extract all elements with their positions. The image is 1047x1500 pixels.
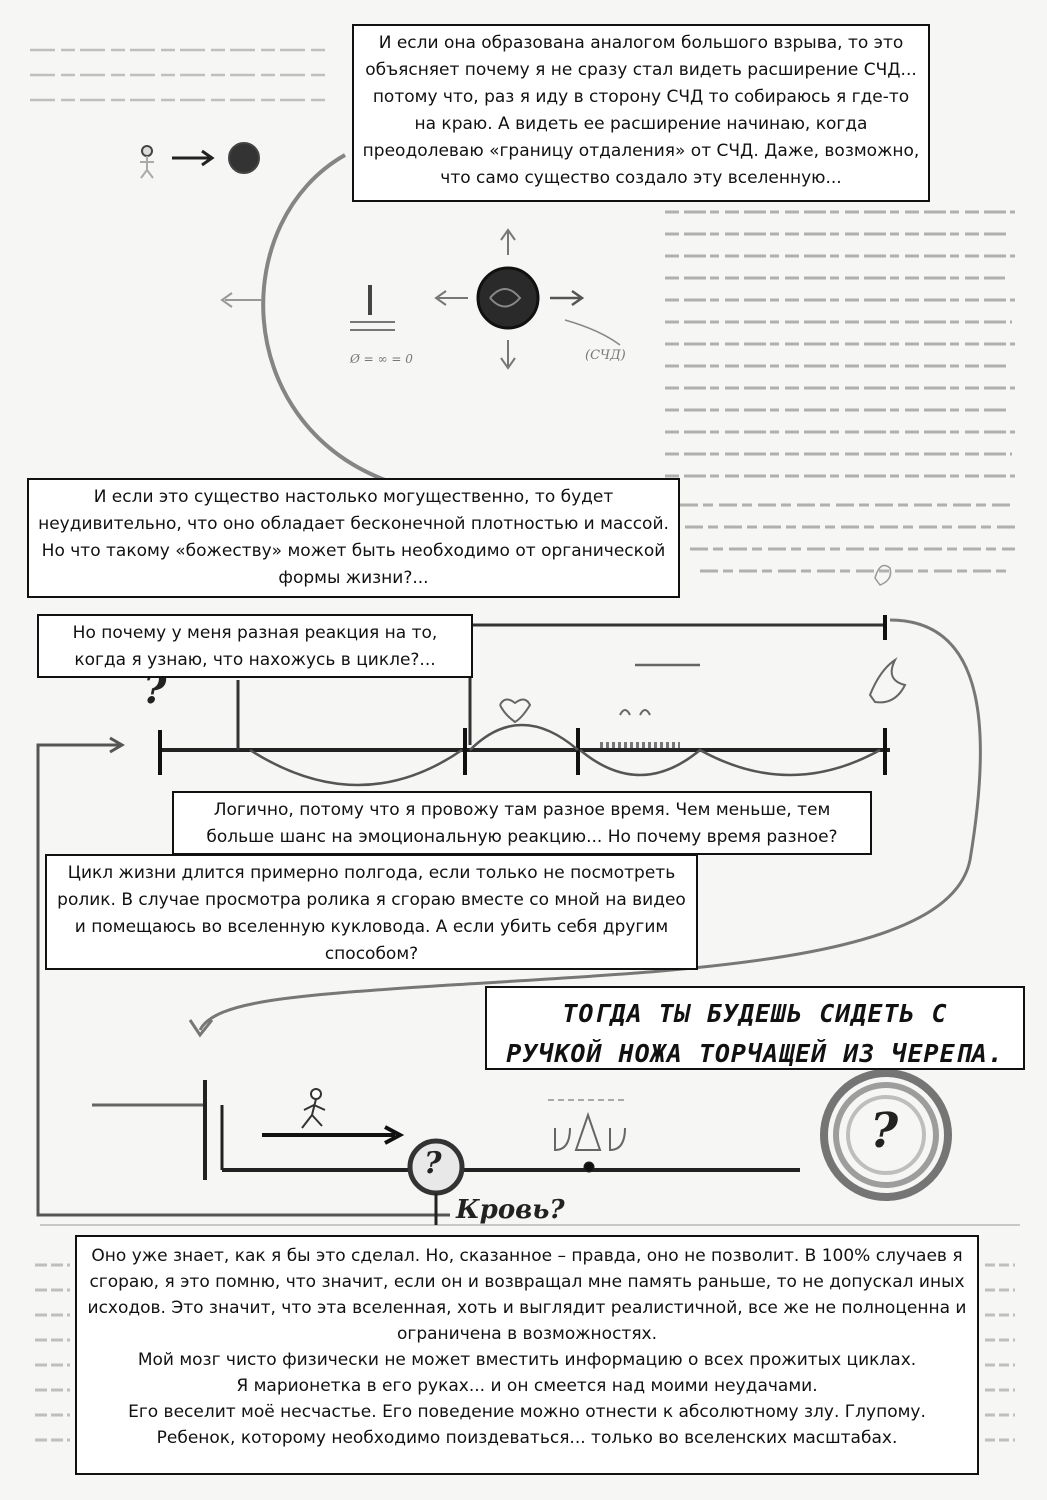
figure-to-ball bbox=[140, 142, 260, 179]
blood-label: Кровь? bbox=[456, 1195, 565, 1225]
scribble-notes-right bbox=[665, 210, 1015, 573]
caption-marionette-line-5: Ребенок, которому необходимо поиздеватьс… bbox=[156, 1428, 898, 1448]
center-label: (СЧД) bbox=[585, 348, 626, 363]
caption-big-bang: И если она образована аналогом большого … bbox=[352, 24, 930, 202]
caption-knife-reply: ТОГДА ТЫ БУДЕШЬ СИДЕТЬ С РУЧКОЙ НОЖА ТОР… bbox=[485, 986, 1025, 1070]
question-mark-circle: ? bbox=[870, 1103, 899, 1159]
caption-life-cycle: Цикл жизни длится примерно полгода, если… bbox=[45, 854, 698, 970]
expansion-arc bbox=[261, 153, 386, 482]
caption-marionette-line-1: Оно уже знает, как я бы это сделал. Но, … bbox=[87, 1246, 967, 1344]
caption-big-bang-text: И если она образована аналогом большого … bbox=[362, 33, 920, 188]
caption-infinite-density: И если это существо настолько могуществе… bbox=[27, 478, 680, 598]
caption-logic-text: Логично, потому что я провожу там разное… bbox=[206, 800, 838, 847]
caption-cycle-question: Но почему у меня разная реакция на то, к… bbox=[37, 614, 473, 678]
zero-symbol-column bbox=[350, 285, 395, 331]
caption-marionette-line-4: Его веселит моё несчастье. Его поведение… bbox=[128, 1402, 926, 1422]
caption-infinite-density-text: И если это существо настолько могуществе… bbox=[38, 487, 669, 588]
caption-cycle-question-text: Но почему у меня разная реакция на то, к… bbox=[72, 623, 438, 670]
timeline-diagram bbox=[36, 564, 1020, 1226]
caption-knife-reply-line1: ТОГДА ТЫ БУДЕШЬ СИДЕТЬ С bbox=[562, 999, 948, 1028]
zero-label: Ø = ∞ = 0 bbox=[350, 352, 413, 366]
caption-life-cycle-text: Цикл жизни длится примерно полгода, если… bbox=[57, 863, 686, 964]
caption-knife-reply-line2: РУЧКОЙ НОЖА ТОРЧАЩЕЙ ИЗ ЧЕРЕПА. bbox=[506, 1039, 1004, 1068]
scribble-notes-bottom bbox=[35, 1263, 1015, 1442]
caption-marionette-line-3: Я марионетка в его руках... и он смеется… bbox=[236, 1376, 818, 1396]
scribble-notes-top-left bbox=[30, 48, 330, 102]
caption-marionette: Оно уже знает, как я бы это сделал. Но, … bbox=[75, 1235, 979, 1475]
black-hole-center bbox=[434, 228, 621, 370]
question-mark-bottom: ? bbox=[424, 1146, 442, 1181]
bottom-diagram bbox=[92, 1069, 952, 1225]
caption-marionette-line-2: Мой мозг чисто физически не может вмести… bbox=[137, 1350, 917, 1370]
caption-logic: Логично, потому что я провожу там разное… bbox=[172, 791, 872, 855]
